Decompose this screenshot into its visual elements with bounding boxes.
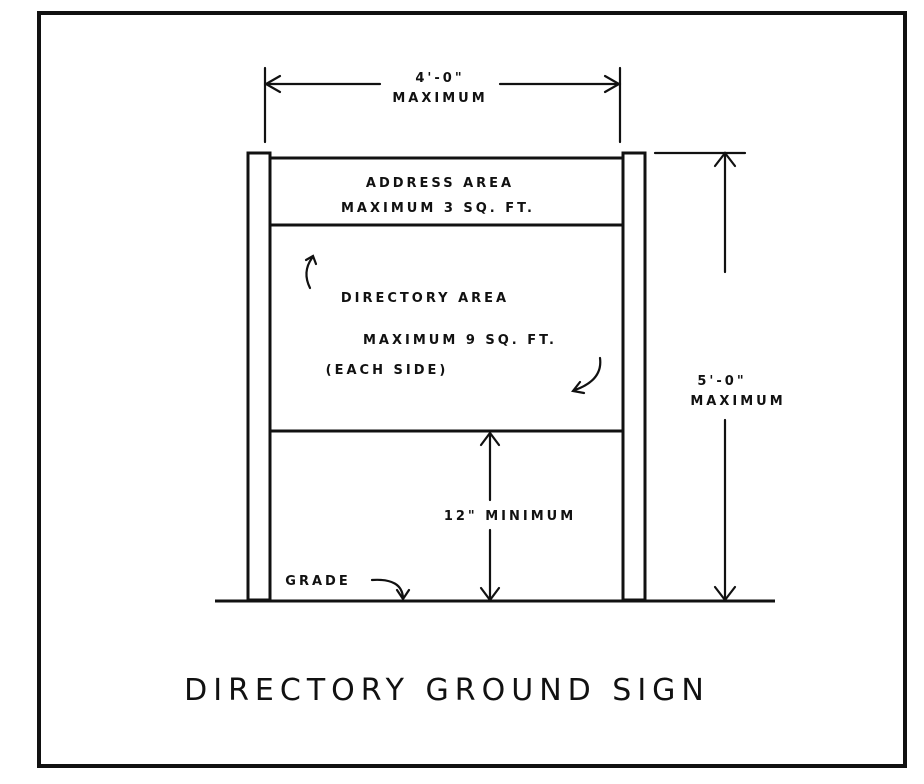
curved-arrow-icon [571,356,602,395]
width-value: 4'-0" [415,71,464,86]
directory-area-limit: MAXIMUM 9 SQ. FT. [363,333,557,348]
directory-area-label: DIRECTORY AREA [341,291,509,306]
arrowhead-right-icon [603,74,622,94]
arrowhead-left-icon [263,74,282,94]
left-post [246,151,272,602]
width-qualifier: MAXIMUM [392,91,487,106]
arrowhead-down-icon [713,585,737,602]
directory-area-note: (EACH SIDE) [326,363,449,378]
diagram-title: DIRECTORY GROUND SIGN [184,673,710,708]
curved-arrow-icon [304,254,318,290]
right-post [621,151,647,602]
grade-arrow-icon [370,578,411,601]
arrowhead-up-icon [713,151,737,168]
outer-border [37,11,907,768]
height-qualifier: MAXIMUM [690,394,785,409]
address-area-limit: MAXIMUM 3 SQ. FT. [341,201,535,216]
arrowhead-down-icon [479,586,501,602]
arrowhead-up-icon [479,431,501,447]
grade-label: GRADE [285,574,350,589]
height-value: 5'-0" [697,374,746,389]
clearance-label: 12" MINIMUM [444,509,576,524]
address-area-label: ADDRESS AREA [366,176,514,191]
